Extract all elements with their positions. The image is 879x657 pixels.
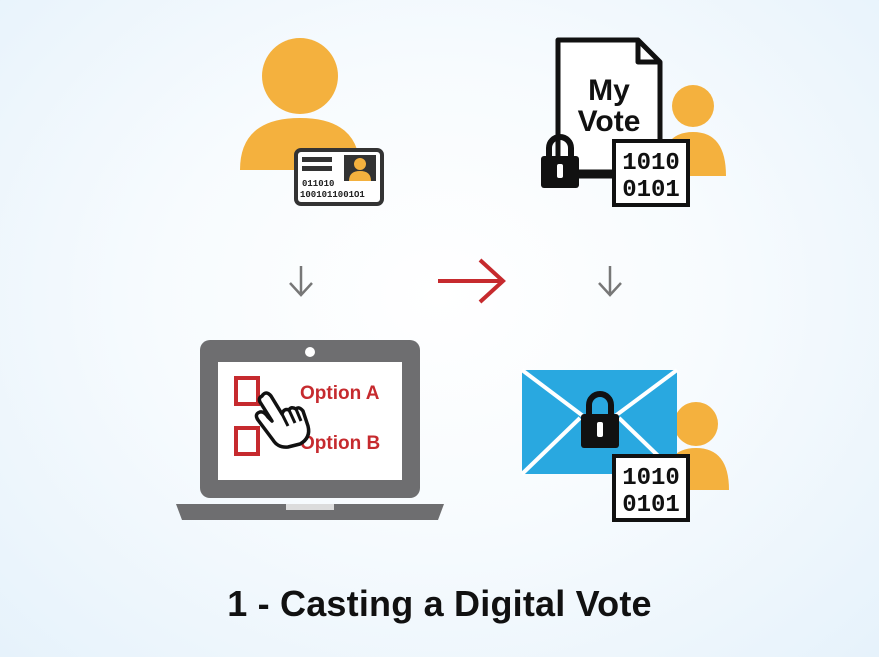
- laptop-icon: Option A Option B: [176, 340, 444, 520]
- arrow-down-icon: [289, 266, 313, 297]
- arrow-down-icon: [598, 266, 622, 297]
- binary-line2: 0101: [622, 492, 680, 519]
- binary-box: 1010 0101: [612, 139, 690, 207]
- right-arrow-center: [436, 257, 508, 305]
- page-title: 1 - Casting a Digital Vote: [227, 583, 652, 624]
- voter-with-id: 011010 1001011001O1: [240, 30, 390, 215]
- laptop-ballot: Option A Option B: [176, 338, 446, 528]
- padlock-icon: [578, 390, 622, 450]
- option-b-label: Option B: [300, 433, 380, 454]
- binary-box: 1010 0101: [612, 454, 690, 522]
- vote-doc-line1: My: [588, 74, 630, 107]
- pointer-hand-icon: [254, 390, 311, 449]
- down-arrow-left: [287, 264, 315, 298]
- id-card-code-line2: 1001011001O1: [300, 190, 365, 200]
- vote-document-icon: My Vote: [555, 37, 726, 179]
- vote-doc-line2: Vote: [578, 105, 641, 138]
- binary-line2: 0101: [622, 177, 680, 204]
- encrypted-envelope-group: 1010 0101: [520, 368, 730, 528]
- arrow-right-icon: [438, 258, 506, 304]
- padlock-icon: [538, 132, 582, 190]
- option-a-label: Option A: [300, 383, 380, 404]
- id-card-code-line1: 011010: [302, 179, 334, 189]
- id-card-icon: 011010 1001011001O1: [294, 148, 384, 206]
- binary-line1: 1010: [622, 465, 680, 492]
- down-arrow-right: [596, 264, 624, 298]
- vote-document-group: My Vote 1010 0101: [530, 36, 730, 211]
- binary-line1: 1010: [622, 150, 680, 177]
